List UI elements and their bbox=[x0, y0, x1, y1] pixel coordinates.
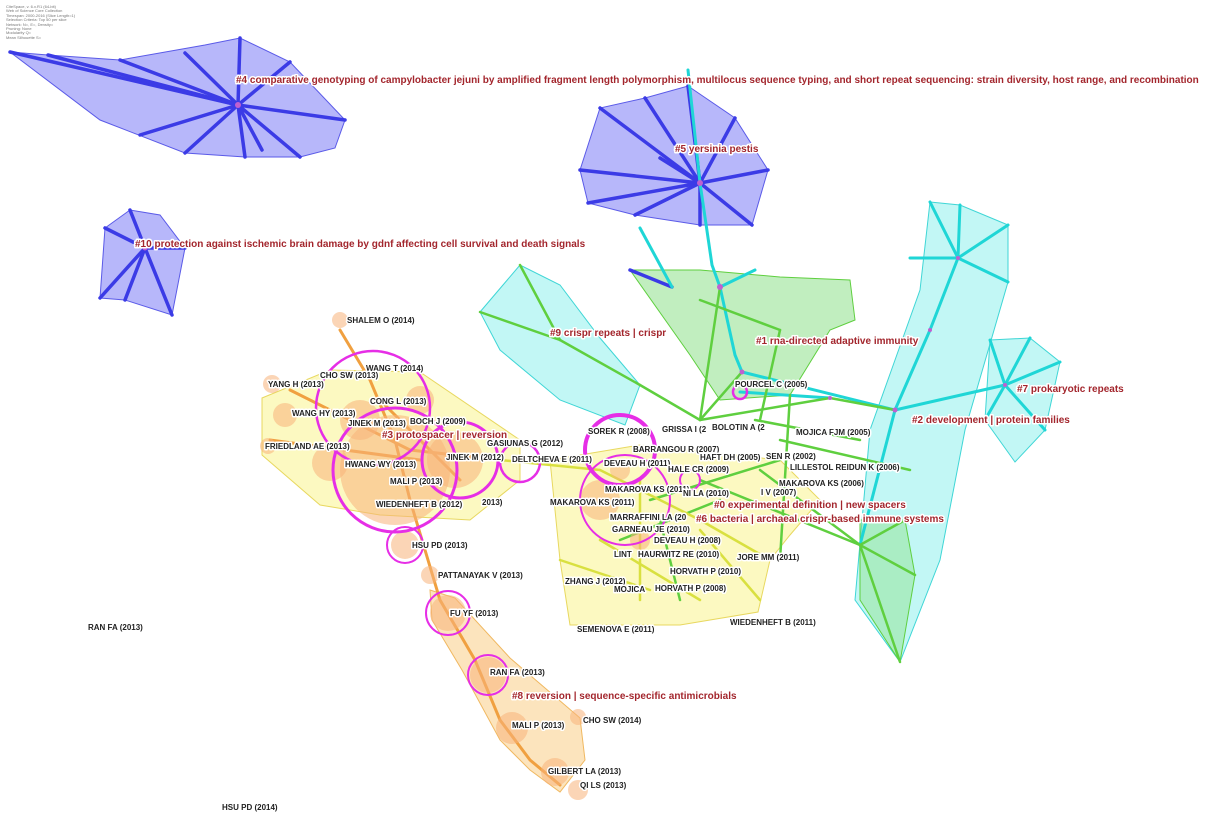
info-line: Web of Science Core Collection bbox=[6, 8, 63, 14]
node-label[interactable]: PATTANAYAK V (2013) bbox=[437, 570, 525, 582]
node-label[interactable]: GARNEAU JE (2010) bbox=[611, 524, 692, 536]
node-label[interactable]: BOLOTIN A (2 bbox=[711, 422, 767, 434]
cluster-label-8[interactable]: #8 reversion | sequence-specific antimic… bbox=[511, 690, 739, 704]
node-label[interactable]: MOJICA bbox=[613, 584, 647, 596]
node-label[interactable]: LILLESTOL REIDUN K (2006) bbox=[789, 462, 902, 474]
node-label[interactable]: WANG T (2014) bbox=[365, 363, 426, 375]
cluster-label-4[interactable]: #4 comparative genotyping of campylobact… bbox=[235, 74, 1201, 88]
info-line: Mean Silhouette S= bbox=[6, 34, 42, 40]
node-label[interactable]: HORVATH P (2008) bbox=[654, 583, 728, 595]
node-label[interactable]: GRISSA I (2 bbox=[661, 424, 709, 436]
node-label[interactable]: SOREK R (2008) bbox=[587, 426, 652, 438]
node-label[interactable]: HSU PD (2013) bbox=[411, 540, 470, 552]
node-label[interactable]: HALE CR (2009) bbox=[667, 464, 731, 476]
info-line: Network: N=, E=, Density= bbox=[6, 21, 54, 27]
node-label[interactable]: SEN R (2002) bbox=[765, 451, 818, 463]
edges-green bbox=[478, 263, 917, 664]
node-label[interactable]: MARRAFFINI LA (20 bbox=[609, 512, 689, 524]
node-label[interactable]: QI LS (2013) bbox=[579, 780, 629, 792]
node-label[interactable]: SHALEM O (2014) bbox=[346, 315, 417, 327]
info-line: Modularity Q= bbox=[6, 30, 32, 36]
hull-cluster-8 bbox=[429, 589, 586, 793]
hull-cluster-4 bbox=[8, 37, 346, 158]
hull-cluster-9 bbox=[479, 264, 641, 426]
node-label[interactable]: GILBERT LA (2013) bbox=[547, 766, 623, 778]
node-label[interactable]: HAURWITZ RE (2010) bbox=[637, 549, 722, 561]
node-label[interactable]: LINT bbox=[613, 549, 634, 561]
node-rings bbox=[314, 349, 749, 696]
node-label[interactable]: GASIUNAS G (2012) bbox=[486, 438, 565, 450]
info-line: CiteSpace, v. 6.x.R1 (64-bit) bbox=[6, 4, 56, 9]
node-label[interactable]: JINEK M (2013) bbox=[347, 418, 408, 430]
node-label[interactable]: CONG L (2013) bbox=[369, 396, 429, 408]
node-label[interactable]: JORE MM (2011) bbox=[736, 552, 802, 564]
cluster-label-10[interactable]: #10 protection against ischemic brain da… bbox=[134, 238, 588, 252]
node-label[interactable]: NI LA (2010) bbox=[682, 488, 731, 500]
node-label[interactable]: DEVEAU H (2008) bbox=[653, 535, 723, 547]
node-label[interactable]: MAKAROVA KS (2006) bbox=[778, 478, 866, 490]
node-labels: SHALEM O (2014) WANG T (2014) CHO SW (20… bbox=[87, 315, 902, 814]
node-label[interactable]: FRIEDLAND AE (2013) bbox=[264, 441, 352, 453]
info-panel: CiteSpace, v. 6.x.R1 (64-bit) Web of Sci… bbox=[6, 4, 76, 40]
cluster-hulls bbox=[8, 37, 1061, 793]
node-label[interactable]: RAN FA (2013) bbox=[489, 667, 547, 679]
hull-cluster-cyan-big bbox=[854, 201, 1009, 664]
cluster-label-7[interactable]: #7 prokaryotic repeats bbox=[1016, 383, 1126, 397]
cluster-label-5[interactable]: #5 yersinia pestis bbox=[674, 143, 761, 157]
cluster-label-6[interactable]: #6 bacteria | archaeal crispr-based immu… bbox=[695, 513, 946, 527]
node-label[interactable]: HWANG WY (2013) bbox=[344, 459, 418, 471]
cluster-label-3[interactable]: #3 protospacer | reversion bbox=[381, 429, 509, 443]
node-label[interactable]: WANG HY (2013) bbox=[291, 408, 358, 420]
cluster-label-9[interactable]: #9 crispr repeats | crispr bbox=[549, 327, 668, 341]
node-label[interactable]: 2013) bbox=[481, 497, 505, 509]
node-label[interactable]: ZHANG J (2012) bbox=[564, 576, 628, 588]
node-halos bbox=[260, 312, 650, 800]
hull-cluster-10 bbox=[99, 209, 186, 316]
node-label[interactable]: I V (2007) bbox=[760, 487, 798, 499]
info-line: Selection Criteria: Top 50 per slice bbox=[6, 17, 67, 23]
hull-cluster-green-low bbox=[859, 519, 916, 664]
node-label[interactable]: HORVATH P (2010) bbox=[669, 566, 743, 578]
node-label[interactable]: POURCEL C (2005) bbox=[734, 379, 810, 391]
info-line: Pruning: None bbox=[6, 26, 32, 32]
cluster-label-0[interactable]: #0 experimental definition | new spacers bbox=[713, 499, 908, 513]
node-label[interactable]: DEVEAU H (2011) bbox=[603, 458, 673, 470]
node-label[interactable]: WIEDENHEFT B (2011) bbox=[729, 617, 818, 629]
node-label[interactable]: JINEK M (2012) bbox=[445, 452, 506, 464]
node-label[interactable]: MALI P (2013) bbox=[389, 476, 445, 488]
info-line: Timespan: 2000-2016 (Slice Length=1) bbox=[6, 12, 76, 18]
node-label[interactable]: BOCH J (2009) bbox=[409, 416, 468, 428]
node-label[interactable]: WIEDENHEFT B (2012) bbox=[375, 499, 465, 511]
edges-cyan bbox=[638, 68, 1062, 547]
node-dots bbox=[142, 102, 1007, 413]
hull-cluster-1 bbox=[629, 269, 856, 401]
node-label[interactable]: MAKAROVA KS (2011) bbox=[549, 497, 637, 509]
edges-blue bbox=[8, 36, 770, 317]
node-label[interactable]: CHO SW (2013) bbox=[319, 370, 381, 382]
node-label[interactable]: HAFT DH (2005) bbox=[699, 452, 763, 464]
node-label[interactable]: FU YF (2013) bbox=[449, 608, 501, 620]
node-label[interactable]: HSU PD (2014) bbox=[221, 802, 280, 814]
node-label[interactable]: DELTCHEVA E (2011) bbox=[511, 454, 594, 466]
cluster-label-2[interactable]: #2 development | protein families bbox=[911, 414, 1072, 428]
node-label[interactable]: MALI P (2013) bbox=[511, 720, 567, 732]
node-label[interactable]: YANG H (2013) bbox=[267, 379, 326, 391]
node-label[interactable]: SEMENOVA E (2011) bbox=[576, 624, 657, 636]
node-label[interactable]: CHO SW (2014) bbox=[582, 715, 644, 727]
hull-cluster-5 bbox=[579, 85, 769, 226]
node-label[interactable]: BARRANGOU R (2007) bbox=[632, 444, 722, 456]
node-label[interactable]: RAN FA (2013) bbox=[87, 622, 145, 634]
cluster-label-1[interactable]: #1 rna-directed adaptive immunity bbox=[755, 335, 921, 349]
node-label[interactable]: MAKAROVA KS (2011) bbox=[604, 484, 692, 496]
node-label[interactable]: MOJICA FJM (2005) bbox=[795, 427, 873, 439]
cluster-labels: #4 comparative genotyping of campylobact… bbox=[134, 74, 1201, 704]
